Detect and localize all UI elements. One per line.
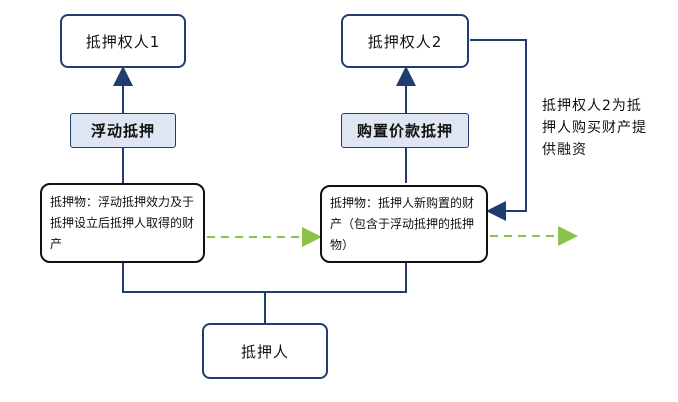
collateral-left-box: 抵押物：浮动抵押效力及于抵押设立后抵押人取得的财产 (40, 183, 205, 263)
arrow-mortgagee2-to-right-collateral (470, 39, 527, 221)
purchase-money-mortgage-label: 购置价款抵押 (341, 113, 469, 148)
mortgagee1-box: 抵押权人1 (60, 14, 186, 68)
financing-note: 抵押权人2为抵押人购买财产提供融资 (542, 95, 652, 161)
collateral-right-box: 抵押物：抵押人新购置的财产（包含于浮动抵押的抵押物） (320, 185, 488, 263)
mortgagee2-box: 抵押权人2 (341, 14, 469, 68)
mortgagor-box: 抵押人 (202, 323, 328, 379)
mortgagee1-label: 抵押权人1 (85, 32, 161, 51)
connector-mortgagor-tree (122, 263, 407, 293)
mortgagor-label: 抵押人 (240, 342, 289, 361)
floating-mortgage-text: 浮动抵押 (90, 122, 155, 140)
purchase-money-mortgage-text: 购置价款抵押 (356, 122, 453, 140)
floating-mortgage-label: 浮动抵押 (70, 113, 176, 148)
collateral-left-text: 抵押物：浮动抵押效力及于抵押设立后抵押人取得的财产 (50, 194, 195, 251)
mortgagee2-label: 抵押权人2 (367, 32, 443, 51)
financing-note-text: 抵押权人2为抵押人购买财产提供融资 (542, 98, 647, 158)
collateral-right-text: 抵押物：抵押人新购置的财产（包含于浮动抵押的抵押物） (330, 195, 475, 252)
